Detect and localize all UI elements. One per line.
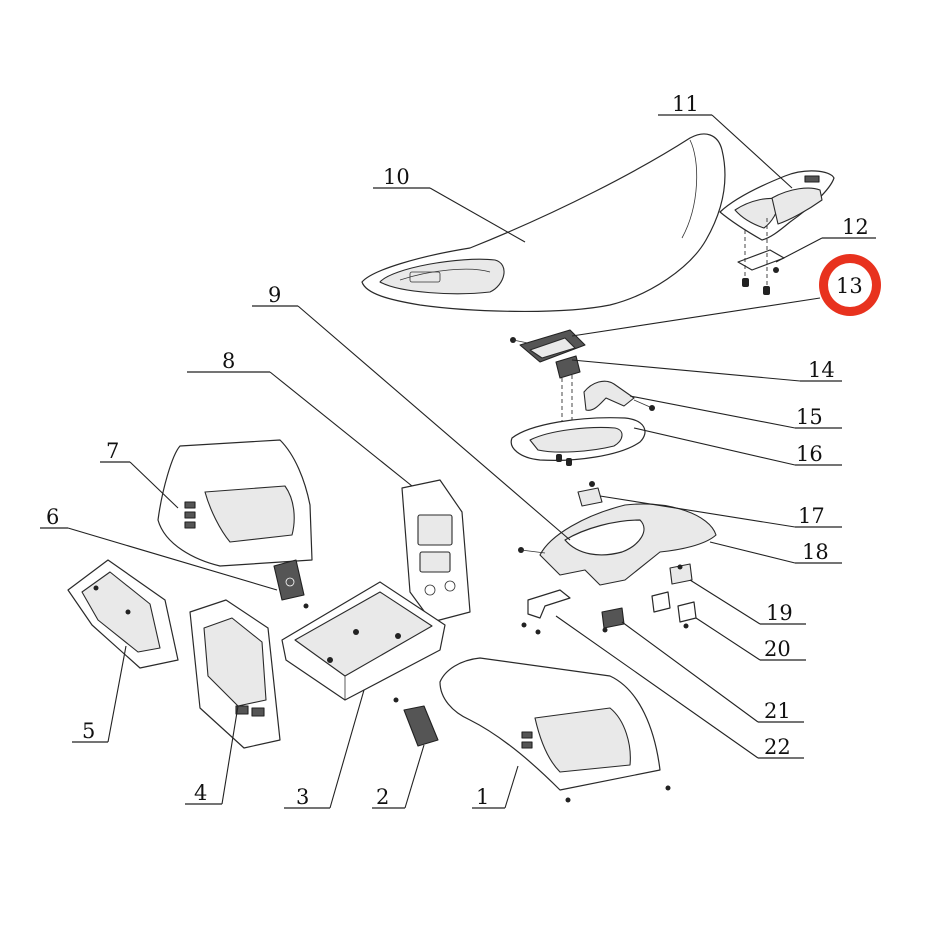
part-box-cover-drawing[interactable] [189, 599, 281, 749]
callout-label-1[interactable]: 1 [476, 785, 489, 809]
part-left-bracket-drawing[interactable] [67, 559, 179, 669]
callout-label-14[interactable]: 14 [808, 358, 835, 382]
part-small-bracket-19-drawing[interactable] [669, 563, 693, 585]
callout-label-10[interactable]: 10 [383, 165, 410, 189]
callout-label-21[interactable]: 21 [764, 699, 791, 723]
callout-label-8[interactable]: 8 [222, 349, 235, 373]
part-bracket-22-drawing[interactable] [521, 589, 571, 635]
callout-label-2[interactable]: 2 [376, 785, 389, 809]
callout-label-11[interactable]: 11 [672, 92, 699, 116]
part-small-bracket-21-drawing[interactable] [601, 607, 625, 633]
callout-label-17[interactable]: 17 [798, 504, 825, 528]
part-seat-drawing[interactable] [361, 133, 726, 313]
callout-label-13[interactable]: 13 [836, 274, 863, 298]
part-small-bracket-20-drawing[interactable] [651, 591, 697, 629]
part-rear-cap-drawing[interactable] [719, 170, 835, 241]
callout-label-19[interactable]: 19 [766, 601, 793, 625]
highlight-inner [828, 263, 872, 307]
callout-label-12[interactable]: 12 [842, 215, 869, 239]
part-right-side-panel-drawing[interactable] [439, 657, 671, 803]
part-subframe-drawing[interactable] [518, 503, 717, 586]
part-upright-panel-drawing[interactable] [401, 479, 471, 623]
callout-label-9[interactable]: 9 [268, 283, 281, 307]
part-clip-drawing[interactable] [577, 481, 603, 507]
part-switch-drawing[interactable] [393, 697, 439, 747]
part-bracket-plate-drawing[interactable] [737, 218, 785, 295]
part-relay-drawing[interactable] [273, 559, 309, 609]
callout-leaders [40, 114, 876, 809]
part-seat-base-plate-drawing[interactable] [510, 417, 646, 466]
callout-label-22[interactable]: 22 [764, 735, 791, 759]
callout-labels: 1 2 3 4 5 6 7 8 9 10 11 12 13 14 15 16 1… [46, 92, 869, 809]
callout-label-5[interactable]: 5 [82, 719, 95, 743]
part-battery-tray-drawing[interactable] [281, 581, 446, 701]
callout-label-16[interactable]: 16 [796, 442, 823, 466]
part-hook-bracket-drawing[interactable] [583, 380, 655, 411]
part-left-side-panel-drawing[interactable] [157, 439, 313, 567]
callout-label-3[interactable]: 3 [296, 785, 309, 809]
part-latch-drawing[interactable] [510, 329, 586, 363]
callout-label-15[interactable]: 15 [796, 405, 823, 429]
callout-label-18[interactable]: 18 [802, 540, 829, 564]
callout-label-7[interactable]: 7 [106, 439, 119, 463]
callout-label-6[interactable]: 6 [46, 505, 59, 529]
callout-label-20[interactable]: 20 [764, 637, 791, 661]
callout-label-4[interactable]: 4 [194, 781, 207, 805]
